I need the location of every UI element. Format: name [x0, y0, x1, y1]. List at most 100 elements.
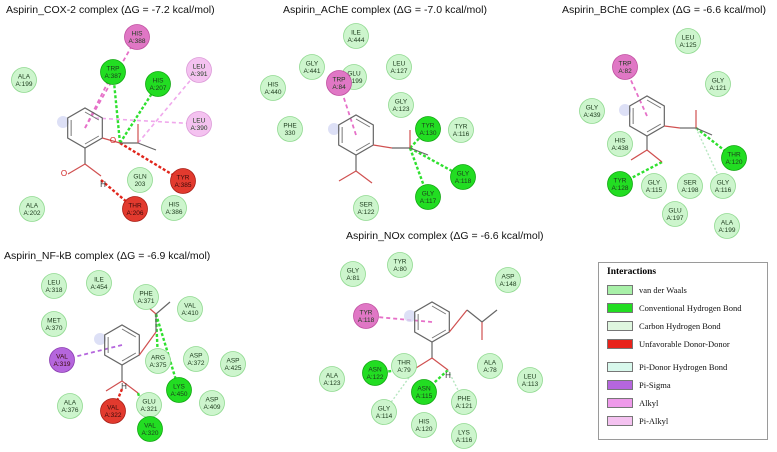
atom-label: H — [445, 371, 451, 380]
ligand-bond — [466, 309, 483, 323]
ligand-bond — [373, 144, 393, 149]
residue-number: A:123 — [324, 380, 341, 387]
residue-number: A:390 — [191, 125, 208, 132]
atom-label: H — [121, 382, 127, 391]
residue-number: A:202 — [24, 210, 41, 217]
residue-number: A:370 — [46, 325, 63, 332]
residue-disc — [11, 67, 37, 93]
legend-label: van der Waals — [639, 284, 687, 295]
ligand-bond — [431, 357, 449, 371]
residue-name: SER — [359, 202, 373, 209]
legend-swatch — [607, 415, 633, 426]
ligand-halo — [94, 333, 106, 345]
residue-name: LEU — [48, 280, 61, 287]
residue-disc — [124, 24, 150, 50]
residue-name: GLY — [378, 406, 391, 413]
residue-number: A:320 — [142, 430, 159, 437]
atom-label: O — [110, 136, 116, 145]
residue-name: SER — [683, 180, 697, 187]
residue-number: A:375 — [150, 362, 167, 369]
residue-number: A:117 — [420, 198, 437, 205]
atom-label: O — [61, 169, 67, 178]
residue-disc — [183, 346, 209, 372]
residue-number: A:439 — [584, 112, 601, 119]
residue-name: ALA — [484, 360, 497, 367]
residue-name: VAL — [184, 303, 196, 310]
residue-name: TRP — [107, 66, 120, 73]
residue-number: A:128 — [612, 185, 629, 192]
residue-disc — [170, 168, 196, 194]
residue-name: GLY — [422, 191, 435, 198]
residue-name: ALA — [26, 203, 39, 210]
legend-item: Unfavorable Donor-Donor — [607, 337, 730, 350]
residue-number: A:318 — [46, 287, 63, 294]
legend-label: Pi-Sigma — [639, 379, 671, 390]
residue-disc — [186, 57, 212, 83]
residue-disc — [145, 71, 171, 97]
residue-name: ARG — [151, 355, 165, 362]
residue-number: A:122 — [367, 374, 384, 381]
residue-number: A:385 — [175, 182, 192, 189]
legend-swatch — [607, 397, 633, 408]
interaction-line — [118, 83, 160, 144]
ligand-bond — [121, 380, 139, 394]
residue-disc — [145, 348, 171, 374]
legend-item: van der Waals — [607, 283, 687, 296]
ligand-bond — [138, 331, 157, 356]
ring-double-bond — [84, 111, 100, 121]
residue-disc — [451, 423, 477, 449]
residue-number: A:321 — [141, 406, 158, 413]
residue-disc — [41, 311, 67, 337]
residue-number: A:125 — [680, 42, 697, 49]
legend-label: Conventional Hydrogen Bond — [639, 302, 742, 313]
ligand-bond — [355, 170, 373, 184]
residue-name: TYR — [394, 259, 407, 266]
residue-disc — [710, 173, 736, 199]
panel-title-cox2: Aspirin_COX-2 complex (ΔG = -7.2 kcal/mo… — [6, 4, 215, 16]
residue-number: A:121 — [710, 85, 727, 92]
residue-disc — [41, 273, 67, 299]
residue-number: A:376 — [62, 407, 79, 414]
residue-disc — [371, 399, 397, 425]
residue-number: A:206 — [127, 210, 144, 217]
ligand-bond — [646, 149, 663, 163]
residue-number: A:444 — [348, 37, 365, 44]
ligand-bond — [448, 309, 468, 333]
residue-disc — [161, 195, 187, 221]
residue-name: ALA — [64, 400, 77, 407]
panel-title-nox: Aspirin_NOx complex (ΔG = -6.6 kcal/mol) — [346, 230, 544, 242]
ring-double-bond — [355, 142, 371, 152]
residue-disc — [451, 389, 477, 415]
panel-diagram: HGLYA:81TYRA:80ASPA:148TYRA:118ASNA:122T… — [319, 252, 543, 449]
ligand-bond — [338, 170, 357, 182]
residue-number: A:425 — [225, 365, 242, 372]
residue-disc — [612, 54, 638, 80]
residue-name: GLU — [347, 71, 361, 78]
residue-name: THR — [128, 203, 142, 210]
residue-name: ILE — [94, 277, 104, 284]
residue-name: THR — [397, 360, 411, 367]
residue-number: A:114 — [376, 413, 393, 420]
